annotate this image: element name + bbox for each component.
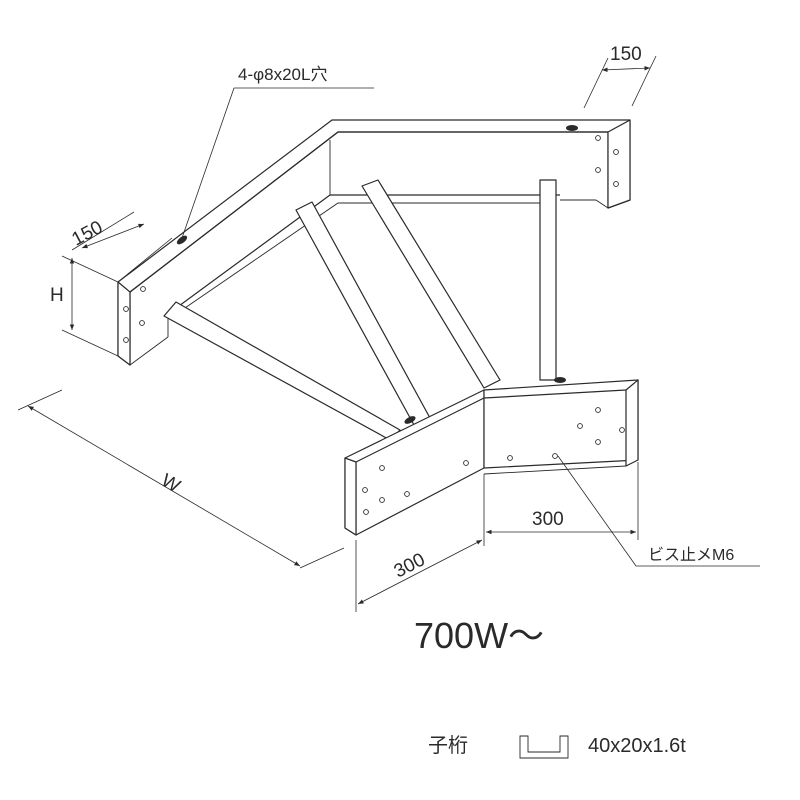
branch-left-300-label: 300 <box>391 549 429 582</box>
hole-spec-label: 4-φ8x20L穴 <box>238 65 327 84</box>
c-channel-icon <box>519 735 569 759</box>
ladder-structure <box>117 119 639 536</box>
mounting-holes <box>123 135 625 515</box>
inner-side-rail <box>167 140 560 315</box>
upper-side-rail <box>117 119 631 366</box>
branch-right-300-label: 300 <box>532 509 564 530</box>
height-label: H <box>50 285 64 306</box>
overall-width-label: W <box>158 470 184 497</box>
member-spec-label: 40x20x1.6t <box>588 735 686 757</box>
screw-label: ビス止メM6 <box>648 546 734 564</box>
rungs <box>163 179 557 441</box>
dimension-lines <box>17 55 760 612</box>
member-label: 子桁 <box>428 734 468 757</box>
bolt-slots <box>176 125 578 424</box>
width-left-label: 150 <box>68 217 106 250</box>
branch-right-rail <box>483 379 639 475</box>
model-label: 700W～ <box>414 615 544 656</box>
width-top-right-label: 150 <box>610 44 642 65</box>
member-legend: 子桁 40x20x1.6t <box>428 734 686 759</box>
hole-leader <box>181 87 235 239</box>
